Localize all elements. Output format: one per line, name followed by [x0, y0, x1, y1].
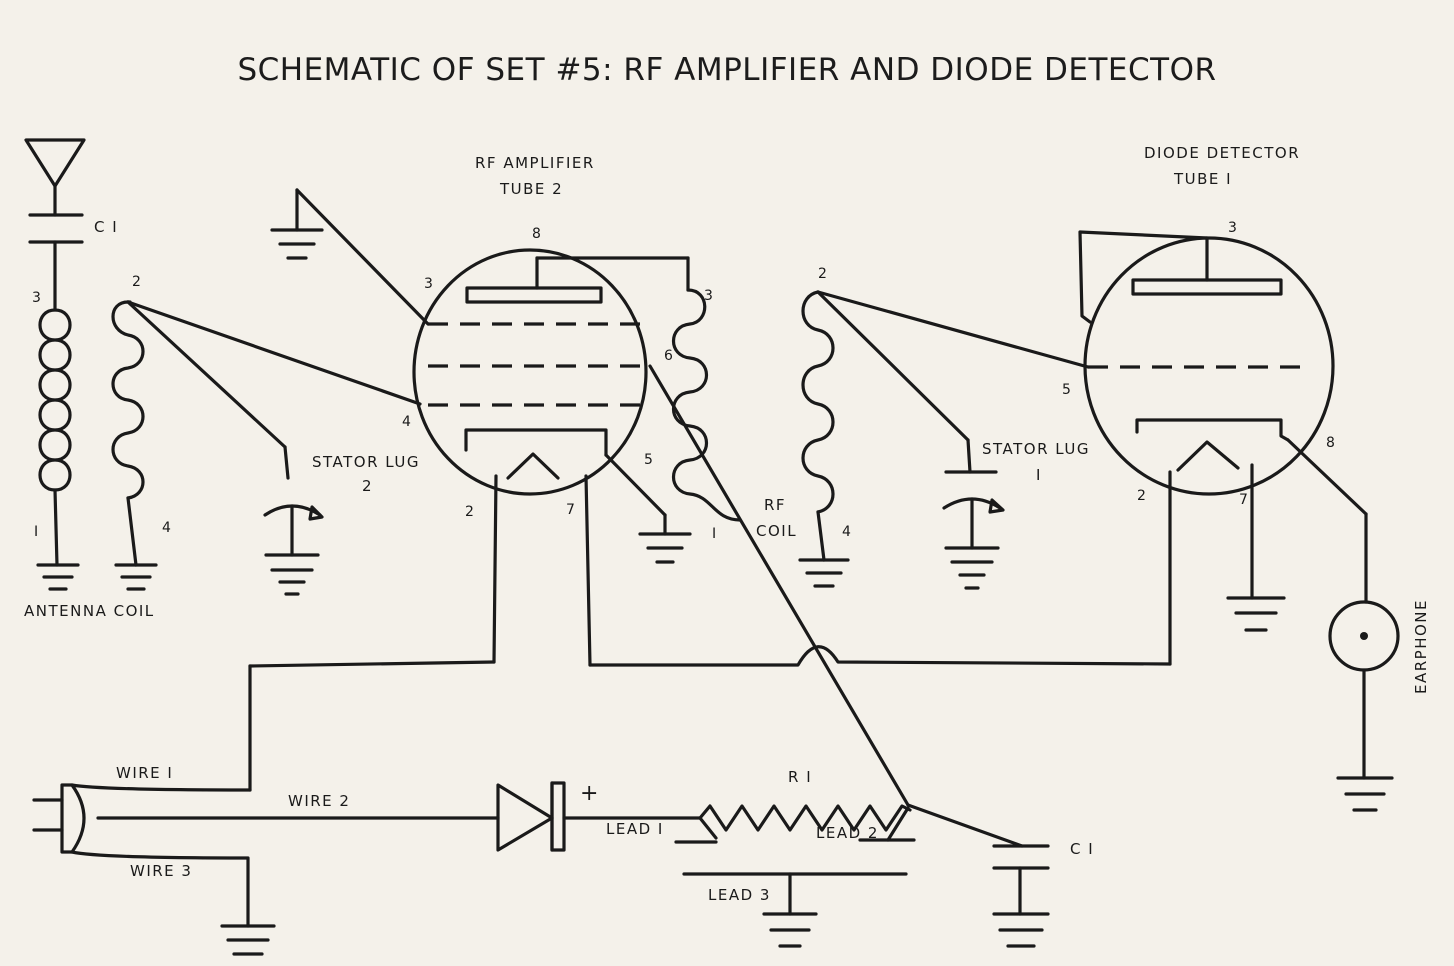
t2-pin-5: 5 — [644, 452, 653, 468]
tube-2-label: TUBE 2 — [499, 180, 563, 198]
t2-pin-3: 3 — [424, 276, 433, 292]
t1-pin-3: 3 — [1228, 220, 1237, 236]
resistor-r1 — [674, 803, 1024, 848]
filament-bus — [248, 645, 1172, 792]
antenna-coil-secondary — [111, 300, 422, 591]
wire-1-label: WIRE I — [116, 764, 173, 782]
rf-amplifier-label: RF AMPLIFIER — [475, 154, 595, 172]
ground-grid3 — [270, 188, 430, 326]
variable-capacitor-2 — [263, 445, 324, 596]
lead-2-label: LEAD 2 — [816, 824, 879, 842]
earphone-label: EARPHONE — [1412, 599, 1430, 694]
stator-lug-1-label: STATOR LUG — [982, 440, 1090, 458]
antenna-coil-primary — [36, 308, 80, 591]
plus-sign: + — [580, 781, 600, 806]
capacitor-c1-top — [28, 213, 84, 312]
antenna-coil-label: ANTENNA COIL — [24, 602, 155, 620]
rf-coil-label-1: RF — [764, 496, 786, 514]
tube-1 — [1078, 230, 1368, 666]
antenna — [24, 138, 86, 217]
rf-pin-1: I — [712, 526, 716, 542]
page-title: SCHEMATIC OF SET #5: RF AMPLIFIER AND DI… — [237, 52, 1217, 88]
t1-pin-2: 2 — [1137, 488, 1146, 504]
tube-1-label: TUBE I — [1173, 170, 1232, 188]
power-plug — [32, 783, 500, 956]
t2-pin-6: 6 — [664, 348, 673, 364]
stator-lug-1-number: I — [1036, 466, 1042, 484]
rf-pin-4: 4 — [842, 524, 851, 540]
lead-3-label: LEAD 3 — [708, 886, 771, 904]
r1-label: R I — [788, 768, 812, 786]
stator-lug-2-label: STATOR LUG — [312, 453, 420, 471]
capacitor-c1-bottom — [992, 844, 1050, 948]
rf-pin-3: 3 — [704, 288, 713, 304]
earphone — [1328, 600, 1400, 812]
diode-detector-label: DIODE DETECTOR — [1144, 144, 1300, 162]
ant-pin-3: 3 — [32, 290, 41, 306]
t1-pin-7: 7 — [1239, 492, 1248, 508]
lead-1-label: LEAD I — [606, 820, 664, 838]
t2-pin-4: 4 — [402, 414, 411, 430]
wire-2-label: WIRE 2 — [288, 792, 350, 810]
wire-3-label: WIRE 3 — [130, 862, 192, 880]
variable-capacitor-1 — [942, 438, 1005, 590]
rectifier-diode — [496, 781, 702, 852]
t2-pin-8: 8 — [532, 226, 541, 242]
lead-3-ground — [682, 872, 908, 948]
t2-pin-2: 2 — [465, 504, 474, 520]
ant-pin-1: I — [34, 524, 38, 540]
t1-pin-8: 8 — [1326, 435, 1335, 451]
ant-pin-4: 4 — [162, 520, 171, 536]
c1-top-label: C I — [94, 218, 118, 236]
rf-coil-primary — [672, 288, 742, 522]
c1-bottom-label: C I — [1070, 840, 1094, 858]
t1-pin-5: 5 — [1062, 382, 1071, 398]
stator-lug-2-number: 2 — [362, 477, 373, 495]
rf-coil-secondary — [798, 290, 1090, 588]
ant-pin-2: 2 — [132, 274, 141, 290]
rf-coil-label-2: COIL — [756, 522, 797, 540]
t2-pin-7: 7 — [566, 502, 575, 518]
tube-2 — [412, 248, 910, 807]
rf-pin-2: 2 — [818, 266, 827, 282]
